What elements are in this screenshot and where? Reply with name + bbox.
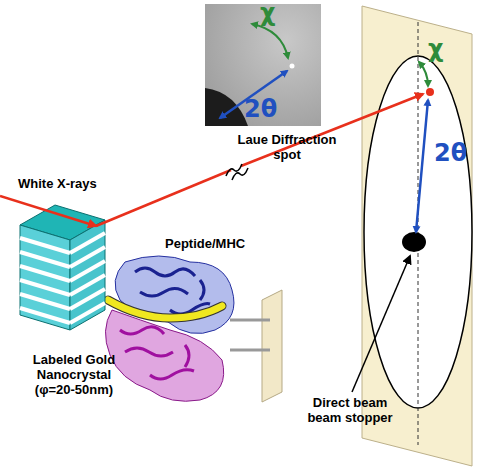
sample-holder: [230, 290, 282, 402]
molecule-label: Peptide/MHC: [165, 236, 265, 251]
angle-symbol: χ: [260, 0, 290, 26]
beam-label: White X-rays: [18, 176, 128, 191]
component-label: Labeled Gold Nanocrystal (φ=20-50nm): [24, 352, 124, 397]
x-ray-beam: [0, 94, 423, 226]
angle-symbol: 2θ: [434, 140, 474, 166]
angle-symbol: χ: [428, 36, 458, 62]
angle-symbol: 2θ: [244, 96, 284, 122]
leader-arrow: [352, 256, 410, 392]
callout-label: Laue Diffraction spot: [232, 132, 342, 162]
callout-label: Direct beam beam stopper: [300, 395, 400, 425]
peptide-mhc-protein: [105, 256, 233, 401]
